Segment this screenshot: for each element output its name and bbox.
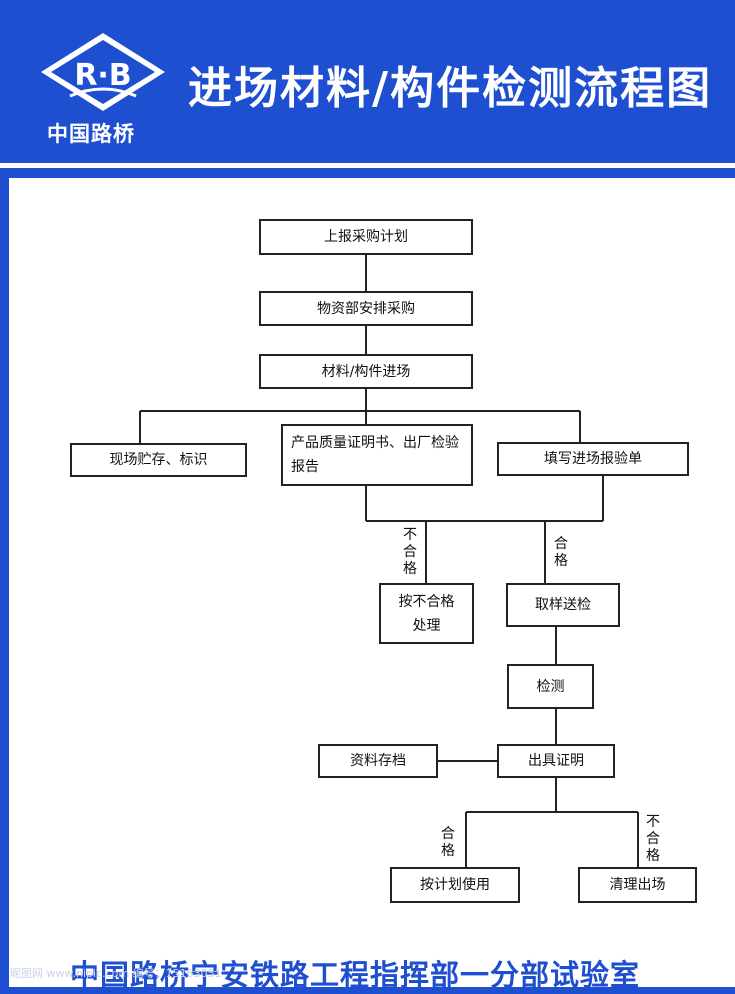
step-unqualified-handle: 按不合格处理 — [379, 583, 474, 644]
step-entry-form: 填写进场报验单 — [497, 442, 689, 476]
header-divider — [0, 163, 735, 168]
step-report-plan: 上报采购计划 — [259, 219, 473, 255]
step-archive: 资料存档 — [318, 744, 438, 778]
step-issue-cert: 出具证明 — [497, 744, 615, 778]
step-materials-enter: 材料/构件进场 — [259, 354, 473, 389]
step-store-label: 现场贮存、标识 — [70, 443, 247, 477]
logo-name: 中国路桥 — [47, 122, 135, 146]
page-title: 进场材料/构件检测流程图 — [188, 63, 713, 114]
logo-letters: R·B — [74, 58, 131, 93]
step-use-per-plan: 按计划使用 — [390, 867, 520, 903]
label-unqualified-1: 不合格 — [403, 527, 417, 577]
step-quality-cert: 产品质量证明书、出厂检验报告 — [281, 424, 473, 486]
label-unqualified-2: 不合格 — [646, 814, 660, 864]
step-clear-out: 清理出场 — [578, 867, 697, 903]
step-inspect: 检测 — [507, 664, 594, 709]
watermark: 昵图网 www.nipic.com 编号：15163051 — [10, 967, 222, 980]
rb-logo-icon: R·B — [41, 33, 165, 111]
step-sample-send: 取样送检 — [506, 583, 620, 627]
label-qualified-2: 合格 — [441, 826, 455, 859]
footer-org: 中国路桥宁安铁路工程指挥部一分部试验室 — [70, 958, 641, 992]
step-arrange-purchase: 物资部安排采购 — [259, 291, 473, 326]
label-qualified-1: 合格 — [554, 536, 568, 569]
